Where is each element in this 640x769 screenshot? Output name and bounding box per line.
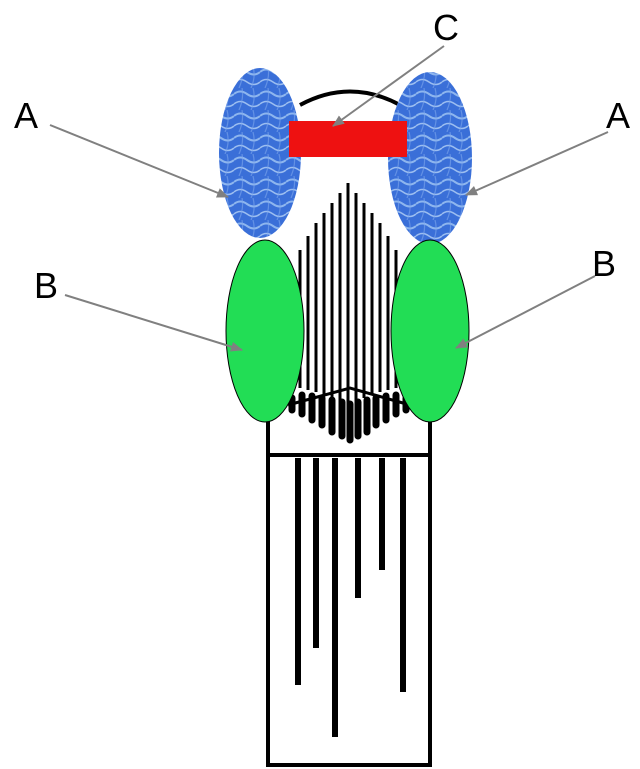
part-c [289,121,407,157]
arrow-b-right [456,276,595,348]
arrow-b-left [65,295,242,350]
lower-body [268,418,430,765]
arrow-a-left [50,125,228,197]
label-b-left: B [34,265,58,306]
label-c: C [433,7,459,48]
lower-bristles [298,458,403,737]
arrow-a-right [466,132,608,195]
label-b-right: B [592,243,616,284]
part-b-left [226,240,304,422]
part-a-left [219,68,301,238]
pointer-arrows [50,46,608,350]
label-a-left: A [14,95,38,136]
filament-tips [292,395,406,440]
central-filaments [300,183,396,405]
head-arch [300,92,400,106]
part-a-right [388,72,472,244]
part-b-right [391,240,469,422]
label-a-right: A [606,95,630,136]
